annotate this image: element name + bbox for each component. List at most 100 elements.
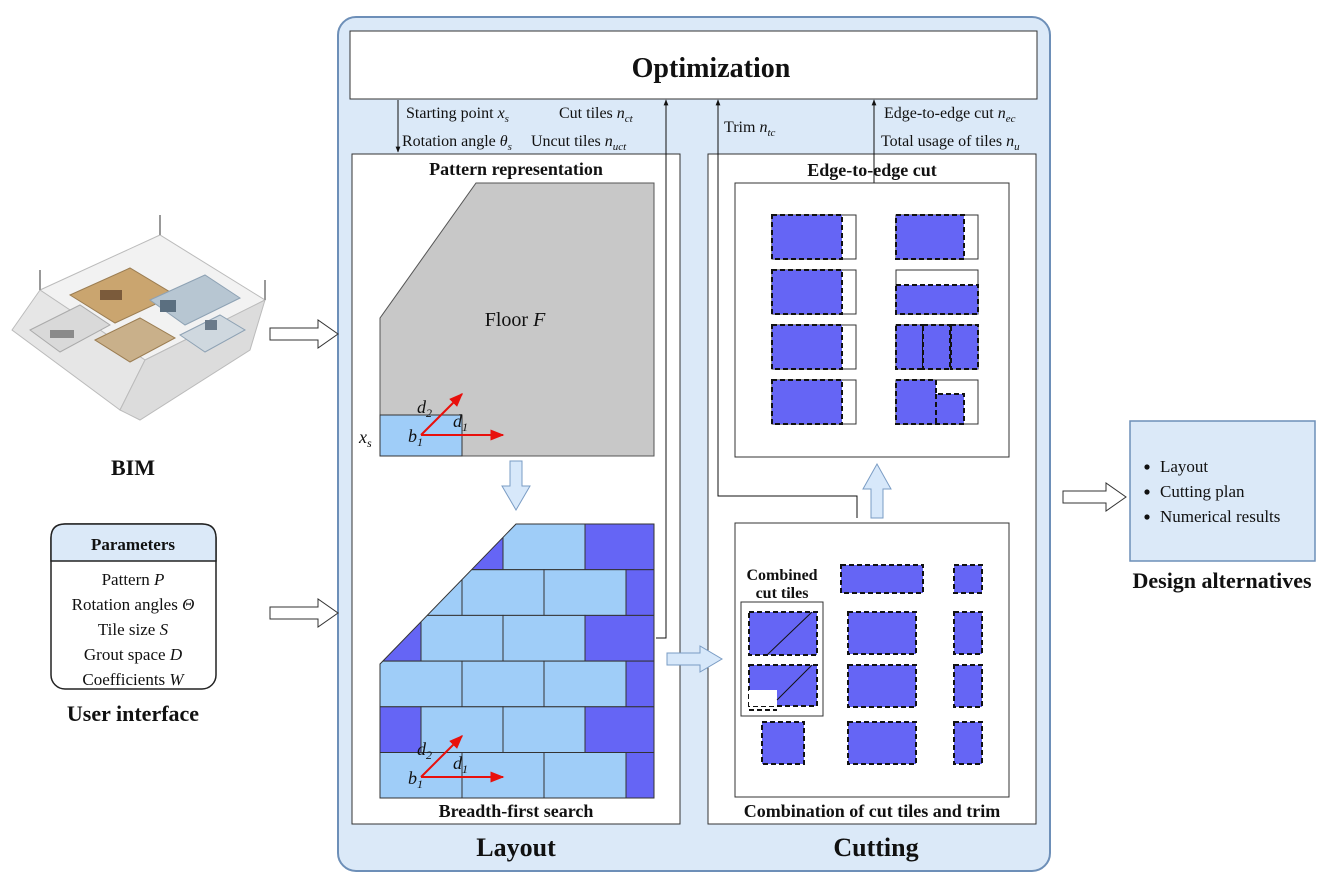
edge-cut-piece bbox=[922, 324, 951, 370]
edge-cut-piece bbox=[771, 324, 843, 370]
bfs-tile bbox=[257, 707, 339, 753]
parameter-item: Grout space D bbox=[84, 645, 183, 664]
rotation-angle-label: Rotation angle bbox=[402, 133, 496, 150]
combined-tile bbox=[748, 611, 818, 656]
light-arrow-down bbox=[501, 460, 531, 511]
output-bullet bbox=[1144, 464, 1150, 470]
d2-label-bottom: d2 bbox=[417, 739, 432, 762]
param-left: Starting point xs Rotation angle θs Cut … bbox=[402, 105, 634, 153]
parameters-title: Parameters bbox=[91, 535, 175, 554]
edge-cut-piece bbox=[895, 324, 924, 370]
bfs-tile bbox=[257, 524, 339, 570]
bfs-tile bbox=[625, 569, 654, 616]
design-alternatives-label: Design alternatives bbox=[1132, 568, 1311, 593]
bfs-tile bbox=[584, 614, 654, 662]
arrow-bfs-to-opt bbox=[656, 99, 669, 639]
output-bullet bbox=[1144, 514, 1150, 520]
arrow-bim-to-layout bbox=[269, 319, 339, 349]
parameter-item: Pattern P bbox=[102, 570, 165, 589]
svg-text:Starting point xs: Starting point xs bbox=[406, 105, 509, 125]
parameter-item: Rotation angles Θ bbox=[72, 595, 195, 614]
bfs-tile bbox=[420, 706, 504, 753]
cut-tile-piece bbox=[953, 564, 983, 594]
optimization-title: Optimization bbox=[632, 53, 791, 84]
bfs-outline bbox=[379, 523, 655, 799]
bfs-tile bbox=[502, 706, 586, 753]
arrow-combo-to-opt bbox=[715, 99, 858, 518]
bfs-title: Breadth-first search bbox=[439, 801, 594, 821]
bfs-tile bbox=[461, 752, 545, 798]
xs-label: xs bbox=[358, 427, 372, 450]
cut-tile-piece bbox=[953, 664, 983, 708]
b1-label-top: b1 bbox=[408, 426, 423, 449]
bim-house-illustration bbox=[11, 215, 267, 421]
cut-tile-piece bbox=[953, 611, 983, 655]
cut-tile-piece bbox=[840, 564, 924, 594]
edge-cut-piece bbox=[771, 379, 843, 425]
bfs-tile bbox=[461, 569, 545, 616]
edge-to-edge-title: Edge-to-edge cut bbox=[807, 160, 936, 180]
light-arrow-up bbox=[862, 462, 892, 519]
svg-text:Trim ntc: Trim ntc bbox=[724, 119, 775, 139]
edge-cut-label: Edge-to-edge cut bbox=[884, 105, 994, 122]
total-usage-label: Total usage of tiles bbox=[881, 133, 1002, 150]
combination-items bbox=[740, 564, 983, 765]
edge-cut-piece bbox=[771, 214, 843, 260]
output-item: Layout bbox=[1160, 457, 1208, 476]
bfs-tile bbox=[543, 752, 627, 798]
bfs-tile bbox=[584, 706, 654, 753]
edge-cut-piece bbox=[950, 324, 979, 370]
parameter-item: Coefficients W bbox=[82, 670, 185, 689]
cut-tile-piece bbox=[847, 611, 917, 655]
svg-text:Cut tiles nct: Cut tiles nct bbox=[559, 105, 634, 125]
bfs-tile bbox=[543, 660, 627, 708]
parameter-items: Pattern P Rotation angles Θ Tile size S Gro… bbox=[72, 570, 195, 689]
b1-label-bottom: b1 bbox=[408, 768, 423, 791]
parameters-header bbox=[50, 523, 217, 562]
user-interface-label: User interface bbox=[67, 701, 199, 726]
combined-cut-line bbox=[766, 611, 813, 656]
bfs-tile bbox=[625, 752, 654, 798]
output-item: Numerical results bbox=[1160, 507, 1280, 526]
d1-label-top: d1 bbox=[453, 411, 468, 434]
svg-text:Rotation angle θs: Rotation angle θs bbox=[402, 133, 512, 153]
vector-d2-top bbox=[420, 393, 463, 436]
bfs-tile bbox=[502, 524, 586, 571]
vector-d2-bottom bbox=[420, 735, 463, 778]
trim-label: Trim bbox=[724, 119, 756, 136]
cut-tile-piece bbox=[761, 721, 805, 765]
bfs-tile bbox=[420, 614, 504, 662]
bfs-tile bbox=[625, 660, 654, 708]
arrow-params-to-layout bbox=[269, 598, 339, 628]
bfs-tile bbox=[502, 614, 586, 662]
cut-tile-piece bbox=[847, 721, 917, 765]
bfs-tile bbox=[584, 524, 654, 571]
combination-title: Combination of cut tiles and trim bbox=[744, 801, 1001, 821]
output-item: Cutting plan bbox=[1160, 482, 1245, 501]
bfs-tile bbox=[380, 752, 463, 798]
light-arrow-right bbox=[666, 645, 723, 673]
bfs-tile bbox=[257, 615, 339, 661]
cut-tile-piece bbox=[847, 664, 917, 708]
edge-cut-piece bbox=[771, 269, 843, 315]
d2-label-top: d2 bbox=[417, 397, 432, 420]
combined-tile-notch bbox=[749, 690, 777, 706]
uncut-tiles-label: Uncut tiles bbox=[531, 133, 601, 150]
bfs-tile bbox=[380, 660, 463, 708]
combined-cut-tiles-frame bbox=[740, 601, 824, 717]
arrow-to-outputs bbox=[1062, 482, 1127, 512]
svg-text:Uncut tiles nuct: Uncut tiles nuct bbox=[531, 133, 627, 153]
combined-cut-line bbox=[776, 664, 813, 701]
cut-tile-piece bbox=[953, 721, 983, 765]
cutting-label: Cutting bbox=[833, 833, 918, 862]
combined-label-2: cut tiles bbox=[756, 585, 809, 602]
param-right: Trim ntc Edge-to-edge cut nec Total usag… bbox=[724, 105, 1020, 153]
optimization-box bbox=[349, 30, 1038, 100]
svg-text:Total usage of tiles nu: Total usage of tiles nu bbox=[881, 133, 1020, 153]
parameter-item: Tile size S bbox=[98, 620, 169, 639]
floor-label: Floor F bbox=[485, 309, 546, 331]
pattern-representation-title: Pattern representation bbox=[429, 159, 603, 179]
combined-label-1: Combined bbox=[746, 567, 817, 584]
d1-label-bottom: d1 bbox=[453, 753, 468, 776]
